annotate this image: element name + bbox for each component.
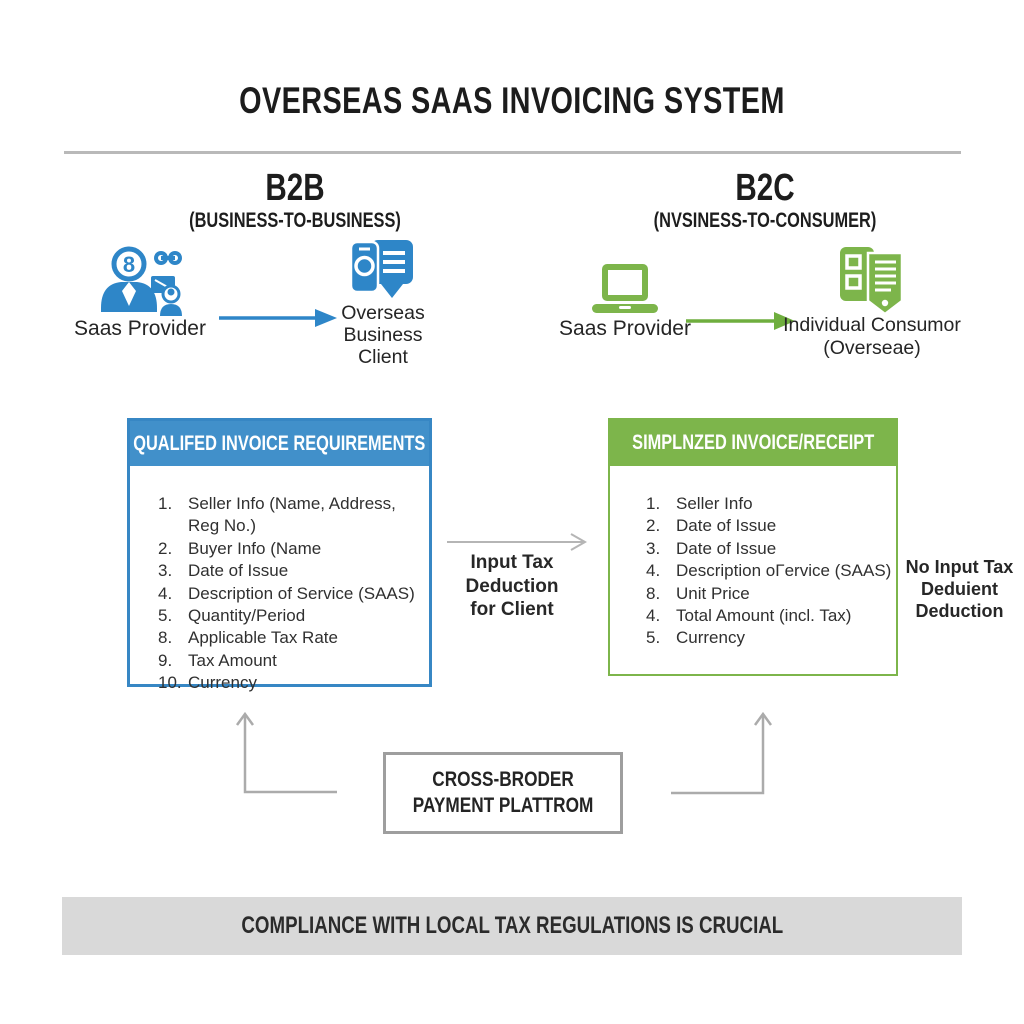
list-item: 2. Date of Issue (646, 516, 777, 536)
simplified-invoice-receipt-box: SIMPLNZED INVOICE/RECEIPT 1. Seller Info… (608, 418, 898, 676)
list-item: 4. Description of Service (SAAS) (158, 583, 415, 603)
b2b-title: B2B (265, 167, 325, 209)
payment-to-b2c-elbow-arrow (671, 711, 773, 795)
b2c-flow-arrow (686, 312, 795, 330)
b2b-client-label-line1: Overseas (341, 302, 425, 324)
payment-box-line1: CROSS-BRODER (432, 768, 574, 791)
business-client-phone-icon (349, 240, 413, 298)
svg-text:8: 8 (123, 252, 135, 277)
list-item: 3. Date of Issue (646, 538, 777, 558)
b2b-heading: B2B (BUSINESS-TO-BUSINESS) (162, 168, 427, 234)
qualified-invoice-requirements-box: QUALIFED INVOICE REQUIREMENTS 1. Seller … (127, 418, 432, 692)
right-note-line1: No Input Tax (905, 557, 1014, 577)
list-item: 4. Total Amount (incl. Tax) (646, 606, 852, 626)
mid-note-line3: for Client (470, 599, 554, 620)
list-item: 4. Description oΓervice (SAAS) (646, 561, 892, 581)
list-item: 2. Buyer Info (Name (158, 538, 322, 558)
compliance-footer-text: COMPLIANCE WITH LOCAL TAX REGULATIONS IS… (241, 912, 783, 939)
b2c-consumer-label: Individual Consumor (Overseae) (777, 314, 967, 360)
saas-provider-laptop-icon (592, 264, 658, 313)
list-item: 3. Date of Issue (158, 561, 289, 581)
list-item: 8. Unit Price (646, 583, 750, 603)
individual-consumer-receipt-icon (840, 247, 904, 316)
page-title: OVERSEAS SAAS INVOICING SYSTEM (239, 80, 785, 121)
b2b-client-label-line3: Client (358, 346, 408, 368)
simplified-invoice-list: 1. Seller Info 2. Date of Issue 3. Date … (610, 466, 896, 650)
b2c-heading: B2C (NVSINESS-TO-CONSUMER) (632, 168, 897, 234)
saas-provider-person-icon: 8 (101, 246, 182, 316)
list-item: 9. Tax Amount (158, 650, 277, 670)
qualified-invoice-list: 1. Seller Info (Name, Address, Reg No.) … (130, 466, 429, 695)
b2b-provider-label: Saas Provider (74, 317, 206, 340)
compliance-footer-bar: COMPLIANCE WITH LOCAL TAX REGULATIONS IS… (62, 897, 962, 955)
b2c-title: B2C (735, 167, 795, 209)
input-tax-deduction-arrow (447, 533, 588, 551)
list-item: 5. Quantity/Period (158, 606, 306, 626)
b2c-provider-label: Saas Provider (559, 317, 691, 340)
b2b-subtitle: (BUSINESS-TO-BUSINESS) (189, 209, 401, 232)
payment-box-label: CROSS-BRODER PAYMENT PLATTROM (413, 767, 594, 819)
list-item: 10. Currency (158, 673, 257, 693)
qualified-invoice-box-header: QUALIFED INVOICE REQUIREMENTS (130, 421, 429, 466)
mid-note-line1: Input Tax (470, 552, 554, 573)
qualified-invoice-box-title: QUALIFED INVOICE REQUIREMENTS (133, 431, 426, 455)
input-tax-deduction-note: Input Tax Deduction for Client (432, 551, 592, 622)
title-divider (64, 151, 961, 154)
b2c-consumer-label-line2: (Overseae) (823, 337, 921, 359)
list-item: 8. Applicable Tax Rate (158, 628, 338, 648)
payment-to-b2b-elbow-arrow (235, 711, 337, 794)
no-input-tax-note: No Input Tax Deduient Deduction (895, 556, 1024, 622)
b2c-consumer-label-line1: Individual Consumor (783, 314, 961, 336)
list-item: 5. Currency (646, 628, 745, 648)
right-note-line3: Deduction (915, 601, 1004, 621)
right-note-line2: Deduient (920, 579, 998, 599)
b2b-flow-arrow (219, 309, 337, 327)
list-item: 1. Seller Info (646, 494, 753, 513)
cross-border-payment-platform-box: CROSS-BRODER PAYMENT PLATTROM (383, 752, 623, 834)
mid-note-line2: Deduction (465, 575, 559, 597)
simplified-invoice-box-title: SIMPLNZED INVOICE/RECEIPT (631, 431, 875, 454)
list-item: 1. Seller Info (Name, Address, Reg No.) (158, 494, 396, 536)
b2b-client-label-line2: Business (343, 324, 423, 346)
b2c-subtitle: (NVSINESS-TO-CONSUMER) (653, 209, 877, 232)
payment-box-line2: PAYMENT PLATTROM (412, 794, 594, 817)
b2b-client-label: Overseas Business Client (303, 302, 463, 368)
simplified-invoice-box-header: SIMPLNZED INVOICE/RECEIPT (610, 420, 896, 466)
